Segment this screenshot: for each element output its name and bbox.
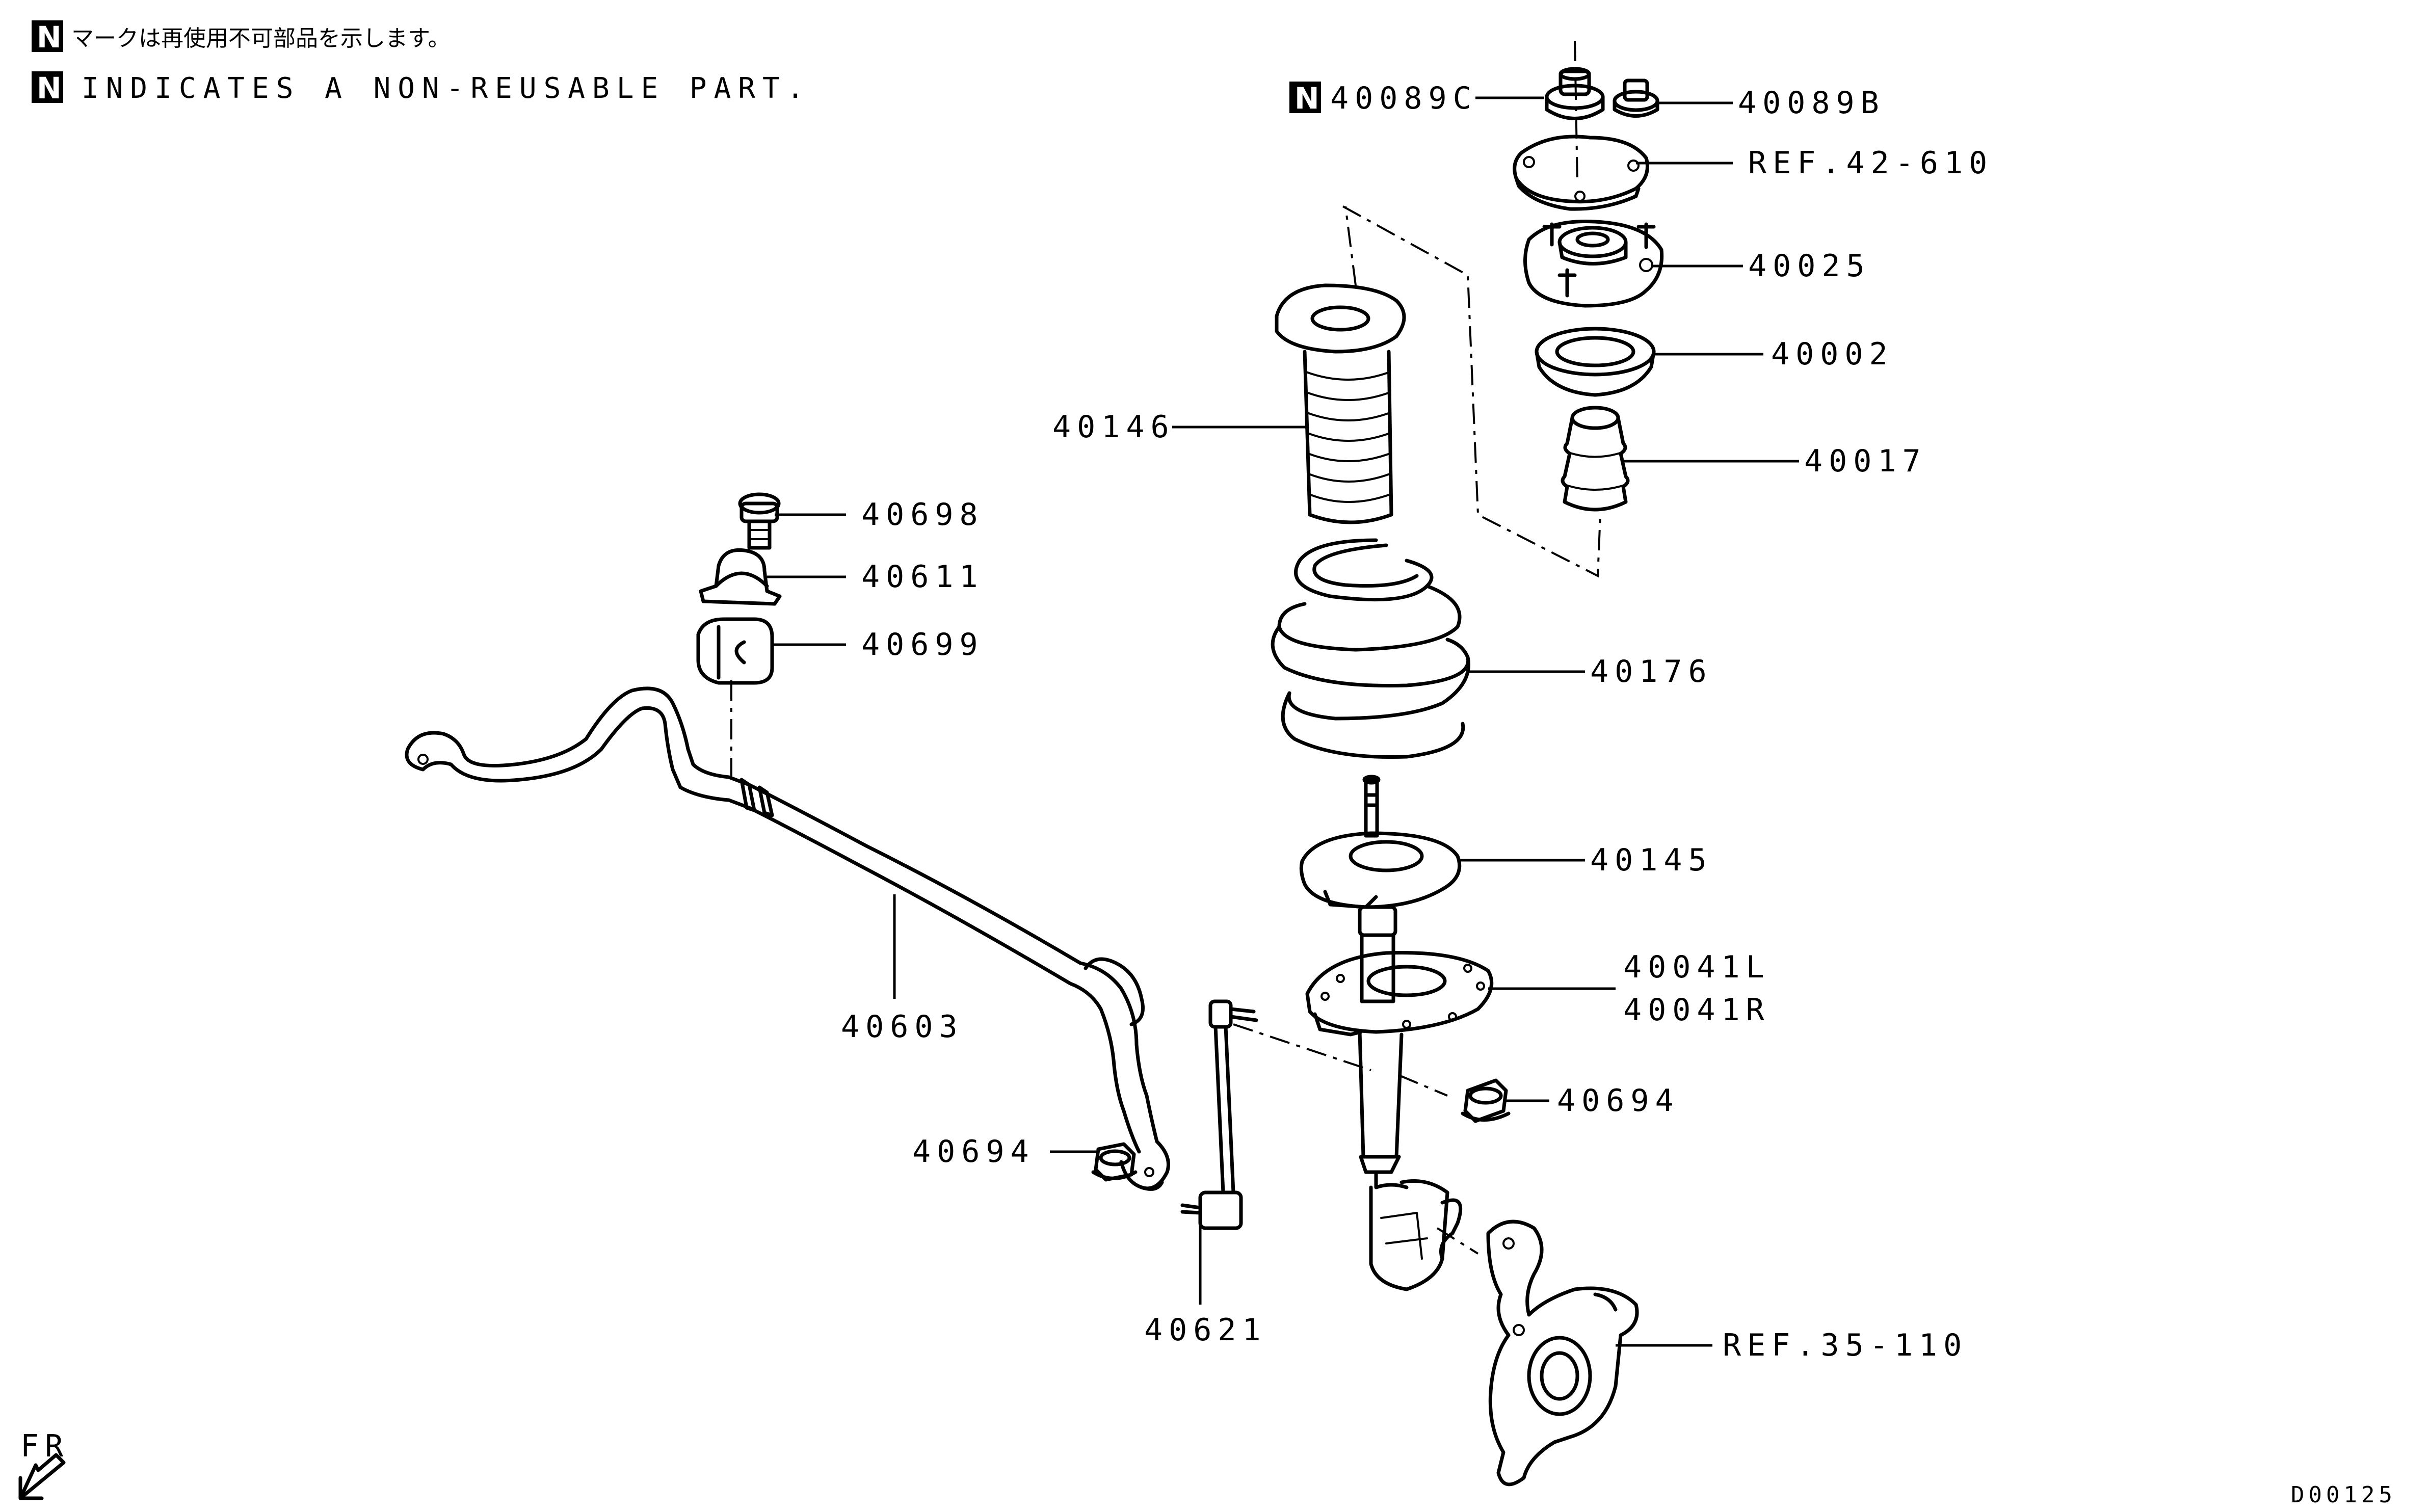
steering-knuckle-icon [1486, 1219, 1639, 1487]
label-40002: 40002 [1771, 336, 1894, 372]
dust-boot-icon [1275, 283, 1406, 524]
front-direction-indicator: FR [18, 1428, 69, 1500]
label-40621: 40621 [1144, 1312, 1267, 1348]
label-ref-42-610: REF.42-610 [1748, 145, 1993, 181]
coil-spring-icon [1271, 538, 1470, 759]
label-40089b: 40089B [1738, 85, 1885, 121]
diagram-code: D00125 [2291, 1482, 2396, 1508]
label-40603: 40603 [841, 1009, 964, 1045]
label-40694-right: 40694 [1557, 1083, 1680, 1119]
legend-marker-en: N [37, 71, 62, 105]
fr-label: FR [20, 1428, 69, 1464]
stabilizer-link-icon [1180, 999, 1258, 1230]
label-40698: 40698 [861, 497, 984, 533]
legend-en-text: INDICATES A NON-REUSABLE PART. [82, 72, 811, 105]
strut-mount-insulator-icon [1523, 219, 1664, 308]
non-reusable-marker-icon [32, 20, 63, 52]
nut-40089b-icon [1613, 78, 1659, 118]
label-40694-left: 40694 [912, 1134, 1035, 1170]
leader-lines [767, 96, 1799, 1347]
non-reusable-marker-icon [32, 71, 63, 103]
label-ref-35-110: REF.35-110 [1723, 1328, 1968, 1363]
stabilizer-bushing-icon [696, 617, 774, 685]
strut-bearing-icon [1535, 327, 1656, 397]
spring-seat-icon [1299, 775, 1462, 909]
stabilizer-bar-icon [405, 686, 1170, 1191]
part-labels: N 40089C 40089B REF.42-610 40025 40002 4… [841, 81, 1993, 1363]
front-arrow-icon [18, 1453, 66, 1500]
label-40176: 40176 [1590, 654, 1713, 689]
label-40025: 40025 [1748, 248, 1871, 284]
label-40089c: 40089C [1330, 81, 1477, 116]
label-40089c-marker: N [1295, 81, 1319, 116]
nut-40694-right-icon [1461, 1078, 1511, 1123]
label-40145: 40145 [1590, 842, 1713, 878]
label-40146: 40146 [1052, 409, 1175, 445]
label-40017: 40017 [1804, 443, 1927, 479]
label-40041l: 40041L [1623, 949, 1771, 985]
non-reusable-marker-icon [1289, 82, 1321, 113]
label-40611: 40611 [861, 559, 984, 595]
strut-mount-plate-icon [1513, 135, 1649, 211]
label-40699: 40699 [861, 627, 984, 662]
label-40041r: 40041R [1623, 992, 1771, 1028]
nut-40694-left-icon [1091, 1142, 1138, 1182]
nut-40089c-icon [1545, 67, 1605, 120]
strut-assembly-icon [1305, 905, 1494, 1291]
legend-marker-jp: N [37, 20, 62, 55]
legend: N マークは再使用不可部品を示します。 N INDICATES A NON-RE… [32, 20, 811, 105]
legend-jp-text: マークは再使用不可部品を示します。 [71, 25, 451, 51]
bushing-bracket-icon [699, 548, 782, 606]
bump-stopper-icon [1561, 406, 1630, 512]
bolt-40698-icon [738, 492, 781, 550]
